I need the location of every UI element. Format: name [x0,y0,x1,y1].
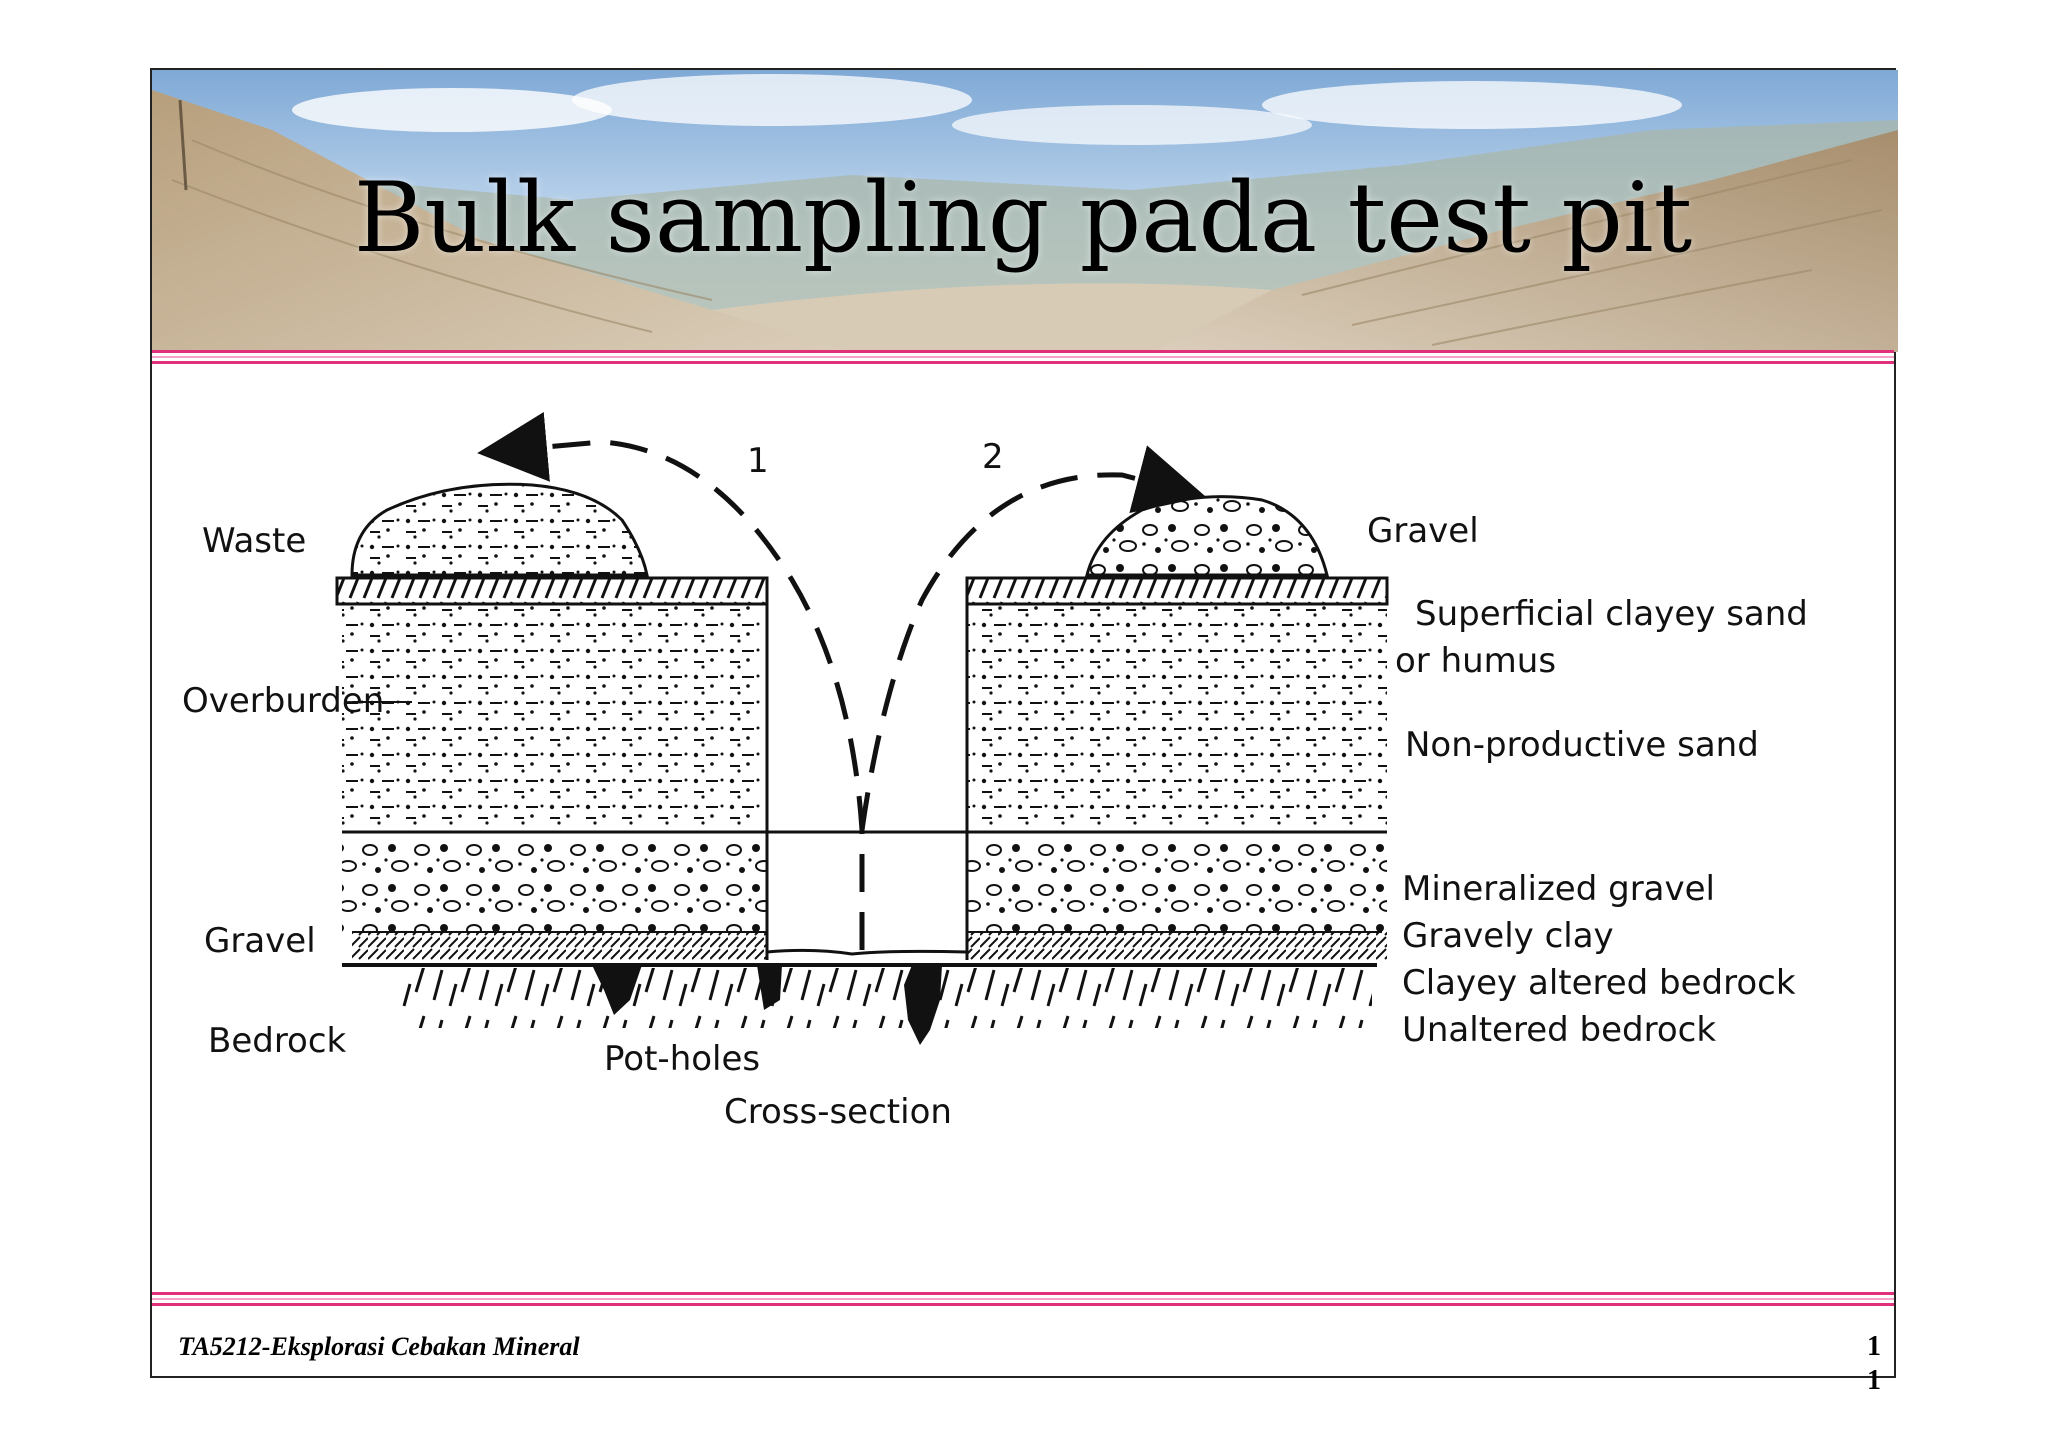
arrow-1-label: 1 [747,441,769,481]
left-overburden-layer [342,604,767,832]
left-gravely-clay [352,932,767,960]
label-overburden: Overburden [182,681,384,721]
mine-landscape-image [152,70,1898,352]
test-pit-cross-section-diagram: 1 2 Waste Overburden Gravel Bedrock Grav… [182,412,1808,1132]
label-gravel-left: Gravel [204,921,316,961]
label-bedrock: Bedrock [208,1021,347,1061]
label-non-productive: Non-productive sand [1405,725,1759,765]
arrow-1-path [477,412,865,950]
label-cross-section: Cross-section [724,1092,952,1132]
header-photo-banner: Bulk sampling pada test pit [152,70,1898,352]
right-gravely-clay [967,932,1387,960]
pot-hole [592,965,642,1015]
page-number: 11 [1867,1331,1881,1396]
label-gravel-right: Gravel [1367,511,1479,551]
right-superficial-layer [965,576,1389,606]
waste-pile [350,482,649,577]
pot-hole [904,965,942,1045]
label-pot-holes: Pot-holes [604,1039,760,1079]
label-superficial-line2: or humus [1395,641,1556,681]
slide: Bulk sampling pada test pit [150,68,1898,1396]
bedrock-layer [402,968,1372,1028]
right-soil-block [965,495,1389,960]
arrow-2-path [859,445,1206,831]
gravel-pile [1085,495,1329,577]
top-divider [152,350,1894,367]
label-clayey-altered: Clayey altered bedrock [1402,963,1796,1003]
label-mineralized-gravel: Mineralized gravel [1402,869,1715,909]
label-superficial-line1: Superficial clayey sand [1415,594,1808,634]
right-gravel-layer [967,832,1387,932]
arrow-2-label: 2 [982,437,1004,477]
footer-course-code: TA5212-Eksplorasi Cebakan Mineral [178,1332,580,1361]
left-superficial-layer [335,576,769,606]
label-unaltered: Unaltered bedrock [1402,1010,1716,1050]
left-gravel-layer [342,832,767,932]
label-waste: Waste [202,521,306,561]
right-overburden-layer [967,604,1387,832]
label-gravely-clay: Gravely clay [1402,916,1614,956]
left-soil-block [335,482,769,960]
slide-title: Bulk sampling pada test pit [353,162,1693,274]
bottom-divider [152,1292,1894,1309]
pot-hole [757,965,782,1010]
